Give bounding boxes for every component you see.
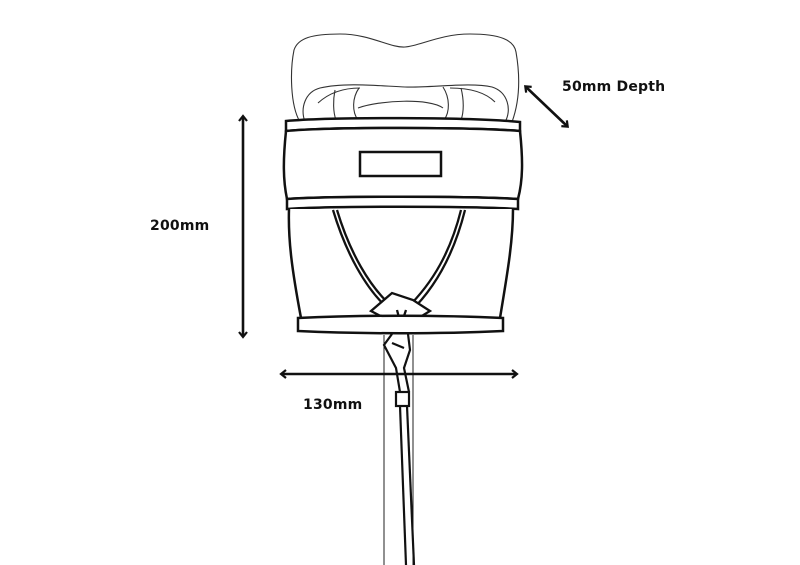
cord <box>382 333 416 565</box>
label-patch <box>358 150 443 178</box>
depth-arrow <box>523 85 570 128</box>
dimension-arrows <box>238 85 570 379</box>
padded-cushion <box>291 33 520 123</box>
height-label: 200mm <box>150 218 210 234</box>
bottom-base <box>296 314 505 335</box>
middle-band <box>285 195 520 211</box>
depth-label: 50mm Depth <box>562 79 666 95</box>
width-label: 130mm <box>303 397 363 413</box>
